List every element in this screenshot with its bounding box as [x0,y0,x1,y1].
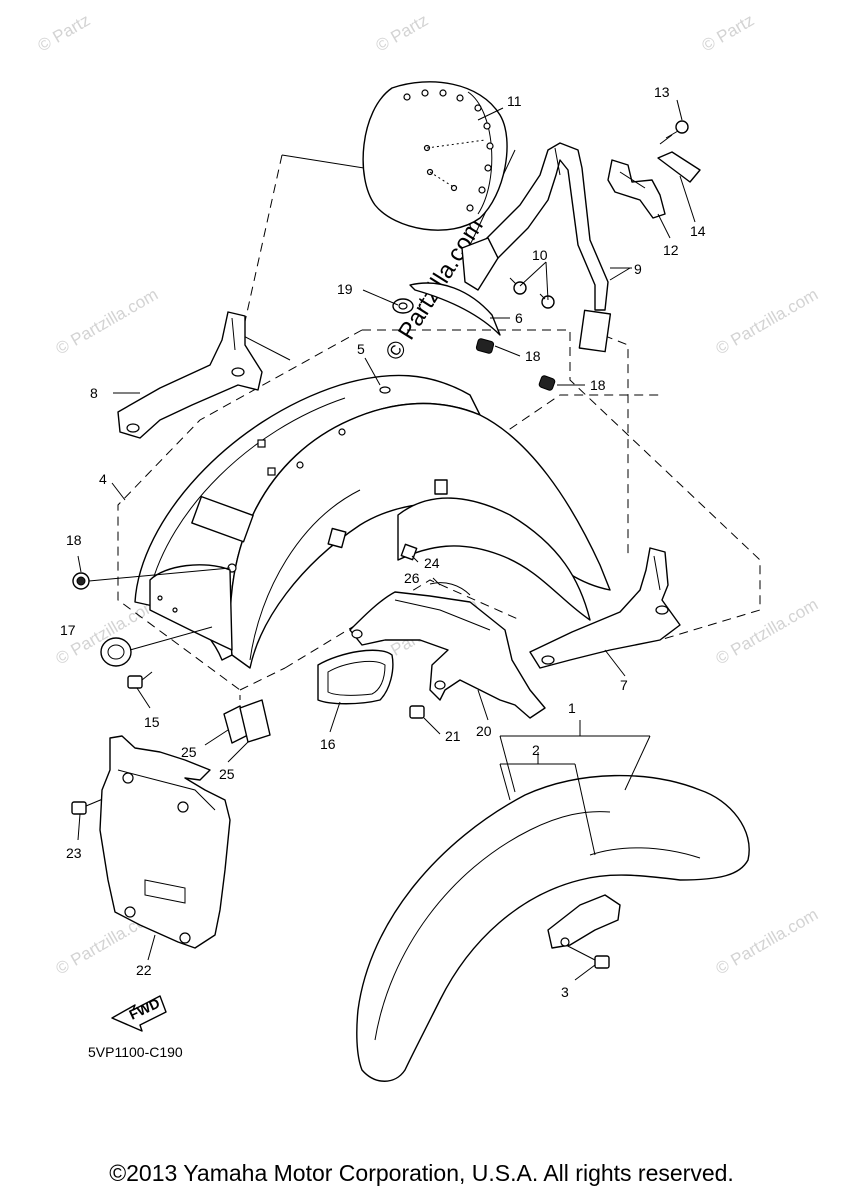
callout-10: 10 [532,247,548,263]
bolt-21 [409,705,425,719]
callout-9: 9 [634,261,642,277]
license-bracket-20 [349,591,546,719]
watermark: © Partz [35,11,94,56]
callout-4: 4 [99,471,107,487]
cover-6 [409,282,501,336]
reflector-16 [317,649,394,705]
bolt-13 [659,120,689,145]
plug-17 [100,637,132,667]
callout-6: 6 [515,310,523,326]
side-cover-22 [99,735,231,949]
callout-18: 18 [590,377,606,393]
pad-14 [657,151,701,183]
clip-24 [400,543,418,561]
callout-5: 5 [357,341,365,357]
rear-fender-5 [134,374,611,669]
callout-21: 21 [445,728,461,744]
watermark: © Partzilla.com [53,285,162,359]
fwd-arrow: FWD [111,995,167,1032]
callout-17: 17 [60,622,76,638]
callout-26: 26 [404,570,420,586]
callout-22: 22 [136,962,152,978]
callout-labels: 11 13 14 12 10 9 19 6 5 18 18 8 4 18 24 … [60,84,706,1000]
bolt-10 [509,277,555,309]
callout-15: 15 [144,714,160,730]
washer-19 [392,298,414,314]
callout-18: 18 [525,348,541,364]
copyright-notice: ©2013 Yamaha Motor Corporation, U.S.A. A… [109,1160,734,1186]
watermark: © Partz [373,11,432,56]
diagram-code: 5VP1100-C190 [88,1044,183,1060]
callout-12: 12 [663,242,679,258]
watermark: © Partzilla.com [713,905,822,979]
callout-23: 23 [66,845,82,861]
callout-1: 1 [568,700,576,716]
callout-16: 16 [320,736,336,752]
watermark: © Partzilla.com [713,595,822,669]
watermark: © Partzilla.com [713,285,822,359]
callout-19: 19 [337,281,353,297]
callout-2: 2 [532,742,540,758]
bracket-12 [607,159,666,219]
seat-bracket-8 [117,311,263,439]
callout-11: 11 [507,93,522,109]
callout-14: 14 [690,223,706,239]
callout-20: 20 [476,723,492,739]
callout-25: 25 [219,766,235,782]
wire-26 [429,582,471,596]
callout-13: 13 [654,84,670,100]
backrest-frame [461,142,612,353]
callout-18: 18 [66,532,82,548]
watermark: © Partz [699,11,758,56]
callout-24: 24 [424,555,440,571]
callout-3: 3 [561,984,569,1000]
bolt-15 [127,671,153,689]
bolt-23 [71,795,111,815]
leader-lines [77,99,696,981]
backrest-pad [362,81,508,231]
callout-7: 7 [620,677,628,693]
callout-25: 25 [181,744,197,760]
seat-bracket-7 [529,547,681,669]
front-fender-1 [356,774,750,1082]
callout-8: 8 [90,385,98,401]
pad-25 [223,699,271,744]
